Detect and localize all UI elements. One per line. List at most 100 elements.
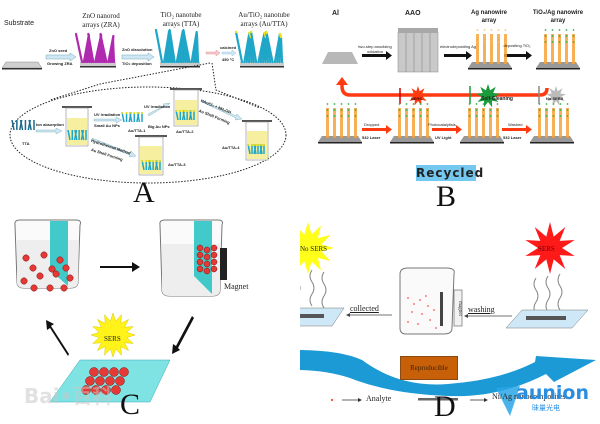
zra-title: ZnO nanorod arrays (ZRA) [82, 12, 120, 29]
arrow-step3 [205, 49, 221, 57]
burst-self-cleaning [476, 84, 500, 108]
particle [60, 284, 68, 292]
panel-a: Substrate ZnO nanorod arrays (ZRA) TiO₂ … [0, 0, 300, 210]
arrow-photocatalysis [432, 125, 462, 134]
aunion-watermark: aunion [516, 382, 589, 404]
step-depositing-tio2: depositing TiO₂ [503, 43, 531, 48]
arrow-uv2 [147, 102, 171, 117]
recycled-badge: Recycled [416, 165, 485, 181]
particle [20, 277, 28, 285]
laser2-label: 532 Laser [503, 135, 522, 140]
particle [85, 376, 95, 386]
particle [210, 244, 218, 252]
analyte-dot [407, 297, 409, 299]
particle [30, 284, 38, 292]
particle [196, 251, 204, 259]
uv-light-label: UV Light [435, 135, 452, 140]
analyte-dot [421, 313, 423, 315]
aunion-logo-mark [496, 386, 520, 416]
step1-top: ZnO seed [49, 48, 68, 53]
particle [40, 251, 48, 259]
sers-label-c: SERS [104, 335, 121, 343]
tta-rods [154, 28, 200, 64]
ag-nanowire-array [468, 29, 512, 70]
sers-burst-red [525, 222, 575, 274]
al-label: Al [332, 10, 339, 17]
substrate-label: Substrate [4, 20, 34, 27]
particle [99, 367, 109, 377]
al-plate [322, 52, 358, 64]
uv2-bottom-label: Big Au NPs [148, 124, 170, 129]
ion-absorption-label: Ion absorption [36, 122, 64, 127]
particle [91, 385, 101, 395]
inset-ellipse [9, 86, 287, 184]
particle [48, 265, 56, 273]
panel-d: No SERS SERS collected washing magnet Re… [300, 210, 600, 423]
panel-c-letter: C [120, 388, 141, 421]
particle [105, 376, 115, 386]
panel-b: Al AAO Ag nanowire array TiO₂/Ag nanowir… [300, 0, 600, 213]
panel-a-graphics [1, 28, 287, 184]
zra-rods [74, 32, 116, 64]
particle [210, 258, 218, 266]
inset-array-4 [175, 109, 195, 121]
particle [196, 265, 204, 273]
particles-on-plate [81, 367, 129, 395]
particle [66, 274, 74, 282]
uv1-top-label: UV Irradiation [94, 112, 121, 117]
aao-block [397, 28, 439, 73]
analyte-dots [407, 295, 437, 329]
step2-top: ZnO dissolution [122, 47, 153, 52]
magnet-label: Magnet [224, 282, 249, 291]
panel-a-letter: A [133, 176, 155, 209]
collected-label: collected [350, 304, 379, 313]
magnet-block [220, 248, 227, 280]
zra-array [80, 62, 116, 68]
particle [109, 367, 119, 377]
particle [203, 253, 211, 261]
arrow-b2 [444, 51, 472, 60]
autta3-label: Au/TTA-3 [168, 162, 186, 167]
particle [56, 256, 64, 264]
burst-sers-label: SERS [411, 96, 422, 101]
autta-array [240, 62, 284, 68]
analyte-dot [411, 311, 413, 313]
panel-c-graphics [14, 219, 227, 403]
sers-burst-yellow [90, 312, 136, 358]
inset-tta-label: TTA [22, 141, 30, 146]
ag-title: Ag nanowire array [470, 10, 507, 24]
inset-array-2 [67, 129, 87, 141]
particle [22, 254, 30, 262]
analyte-dot [407, 321, 409, 323]
analyte-dot [435, 327, 437, 329]
panel-c: Magnet SERS Bai•百科 C [0, 210, 300, 423]
analyte-dot [425, 295, 427, 297]
uv1-bottom-label: Small Au NPs [94, 123, 120, 128]
nanostructure-group [11, 28, 284, 171]
autta2-label: Au/TTA-2 [176, 129, 194, 134]
arrow-washed [502, 125, 532, 134]
beaker-1 [62, 106, 92, 147]
inset-array-3 [121, 111, 143, 123]
beaker-4 [242, 120, 272, 161]
burst-sers [408, 86, 428, 106]
step-electrodepositing: electrodepositing Ag [439, 44, 477, 49]
analyte-dot [427, 305, 429, 307]
particle [196, 244, 204, 252]
magnet-vertical [453, 289, 463, 327]
burst-nosers-label: No SERS [546, 96, 564, 101]
particle [36, 272, 44, 280]
particles-collected [196, 244, 218, 275]
particle [119, 367, 129, 377]
analyte-dot [413, 303, 415, 305]
laser1-label: 532 Laser [362, 135, 381, 140]
tio2ag-title: TiO₂/Ag nanowire array [532, 10, 584, 24]
arrow-c-up-left [46, 320, 69, 356]
particle [203, 246, 211, 254]
step3-bottom: 450 °C [222, 57, 235, 62]
composite-right [526, 316, 566, 320]
step2-bottom: TiO₂ deposition [122, 61, 152, 66]
beaker-right [159, 219, 227, 297]
nanowire-arrays [318, 29, 580, 144]
particle [101, 385, 111, 395]
